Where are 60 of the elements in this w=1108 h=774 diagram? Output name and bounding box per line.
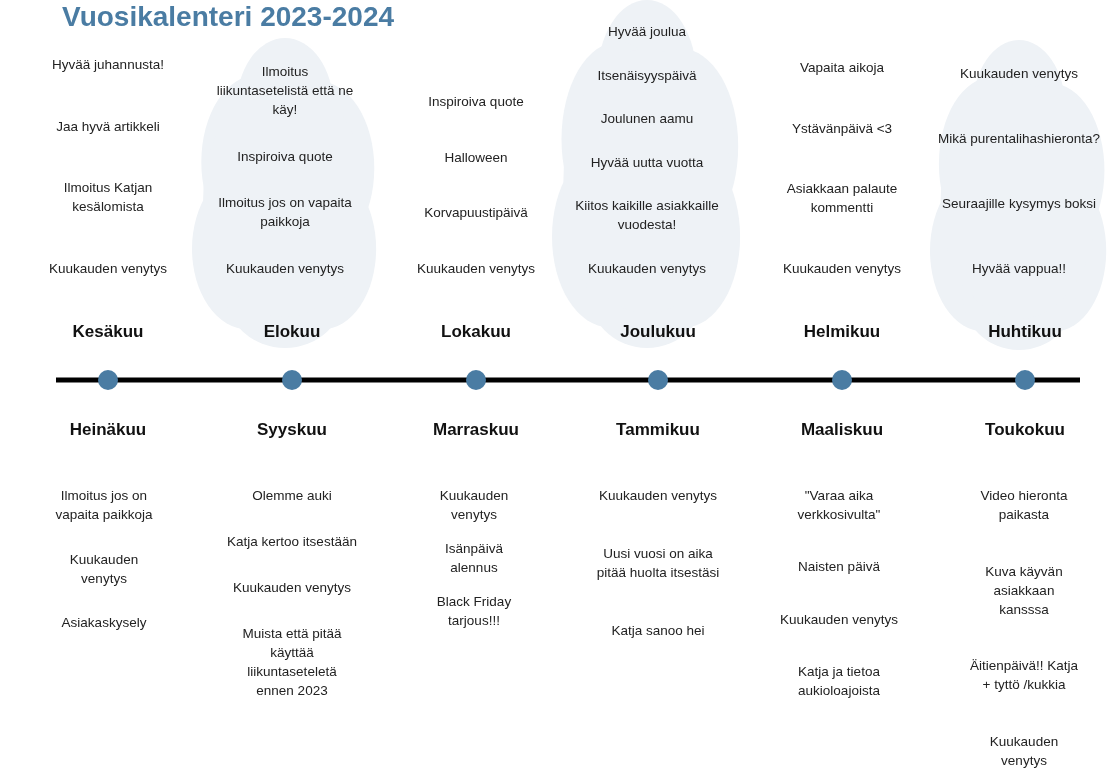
month-heading: Maaliskuu (800, 420, 884, 440)
post-idea: Kuukauden venytys (226, 259, 344, 278)
post-idea: Mikä purentalihashieronta? (937, 130, 1101, 148)
post-idea: Asiakaskysely (61, 614, 147, 632)
post-idea: Muista että pitää käyttää liikuntaseteletä ennen 2023 (241, 625, 343, 700)
post-idea: Vapaita aikoja (800, 59, 884, 77)
post-idea: Kuukauden venytys (599, 487, 717, 505)
month-heading: Joulukuu (620, 322, 696, 342)
month-heading: Huhtikuu (988, 322, 1062, 342)
month-heading: Elokuu (263, 322, 321, 342)
post-idea: Hyvää uutta vuotta (590, 153, 704, 172)
post-idea: Ilmoitus jos on vapaita paikkoja (54, 487, 154, 524)
month-heading: Lokakuu (441, 322, 511, 342)
month-heading: Kesäkuu (72, 322, 144, 342)
post-idea: Ilmoitus Katjan kesälomista (62, 179, 154, 217)
post-idea: Ystävänpäivä <3 (791, 119, 893, 138)
post-idea: Naisten päivä (798, 558, 880, 577)
post-idea: Kiitos kaikille asiakkaille vuodesta! (574, 197, 720, 235)
post-idea: Korvapuustipäivä (424, 204, 528, 223)
post-idea: Olemme auki (252, 487, 332, 505)
post-idea: Black Friday tarjous!!! (435, 593, 513, 630)
post-idea: Kuukauden venytys (68, 550, 140, 588)
month-heading: Tammikuu (616, 420, 700, 440)
post-idea: Kuukauden venytys (588, 259, 706, 278)
title: Vuosikalenteri 2023-2024 (62, 0, 395, 34)
post-idea: Hyvää juhannusta! (52, 56, 164, 74)
post-idea: Kuukauden venytys (988, 732, 1060, 770)
post-idea: Jaa hyvä artikkeli (56, 117, 160, 136)
post-idea: Hyvää vappua!! (972, 260, 1066, 278)
month-heading: Heinäkuu (69, 420, 147, 440)
month-heading: Marraskuu (433, 420, 519, 440)
post-idea: Kuukauden venytys (783, 259, 901, 278)
post-idea: Seuraajille kysymys boksi (942, 195, 1096, 213)
post-idea: "Varaa aika verkkosivulta" (796, 487, 882, 524)
post-idea: Kuukauden venytys (49, 259, 167, 278)
post-idea: Hyvää joulua (607, 23, 686, 41)
post-idea: Asiakkaan palaute kommentti (785, 180, 899, 218)
post-idea: Katja kertoo itsestään (227, 533, 357, 551)
post-idea: Kuukauden venytys (438, 487, 510, 524)
post-idea: Ilmoitus jos on vapaita paikkoja (217, 194, 353, 232)
post-idea: Ilmoitus liikuntasetelistä että ne käy! (215, 63, 355, 119)
post-idea: Kuukauden venytys (960, 65, 1078, 83)
post-idea: Uusi vuosi on aika pitää huolta itsestäsi (595, 545, 721, 582)
post-idea: Video hieronta paikasta (979, 487, 1069, 524)
post-idea: Itsenäisyyspäivä (597, 66, 697, 85)
post-idea: Kuukauden venytys (233, 579, 351, 597)
post-idea: Kuukauden venytys (417, 259, 535, 278)
post-idea: Katja ja tietoa aukioloajoista (797, 663, 881, 700)
post-idea: Katja sanoo hei (611, 622, 705, 640)
post-idea: Joulunen aamu (600, 110, 694, 129)
post-idea: Kuukauden venytys (780, 610, 898, 629)
post-idea: Halloween (444, 148, 508, 167)
post-idea: Inspiroiva quote (237, 147, 333, 166)
post-idea: Kuva käyvän asiakkaan kansssa (984, 562, 1064, 619)
post-idea: Äitienpäivä!! Katja + tyttö /kukkia (969, 657, 1079, 695)
month-heading: Helmikuu (803, 322, 881, 342)
month-heading: Syyskuu (257, 420, 327, 440)
post-idea: Inspiroiva quote (428, 93, 524, 111)
month-heading: Toukokuu (985, 420, 1065, 440)
post-idea: Isänpäivä alennus (444, 540, 504, 577)
